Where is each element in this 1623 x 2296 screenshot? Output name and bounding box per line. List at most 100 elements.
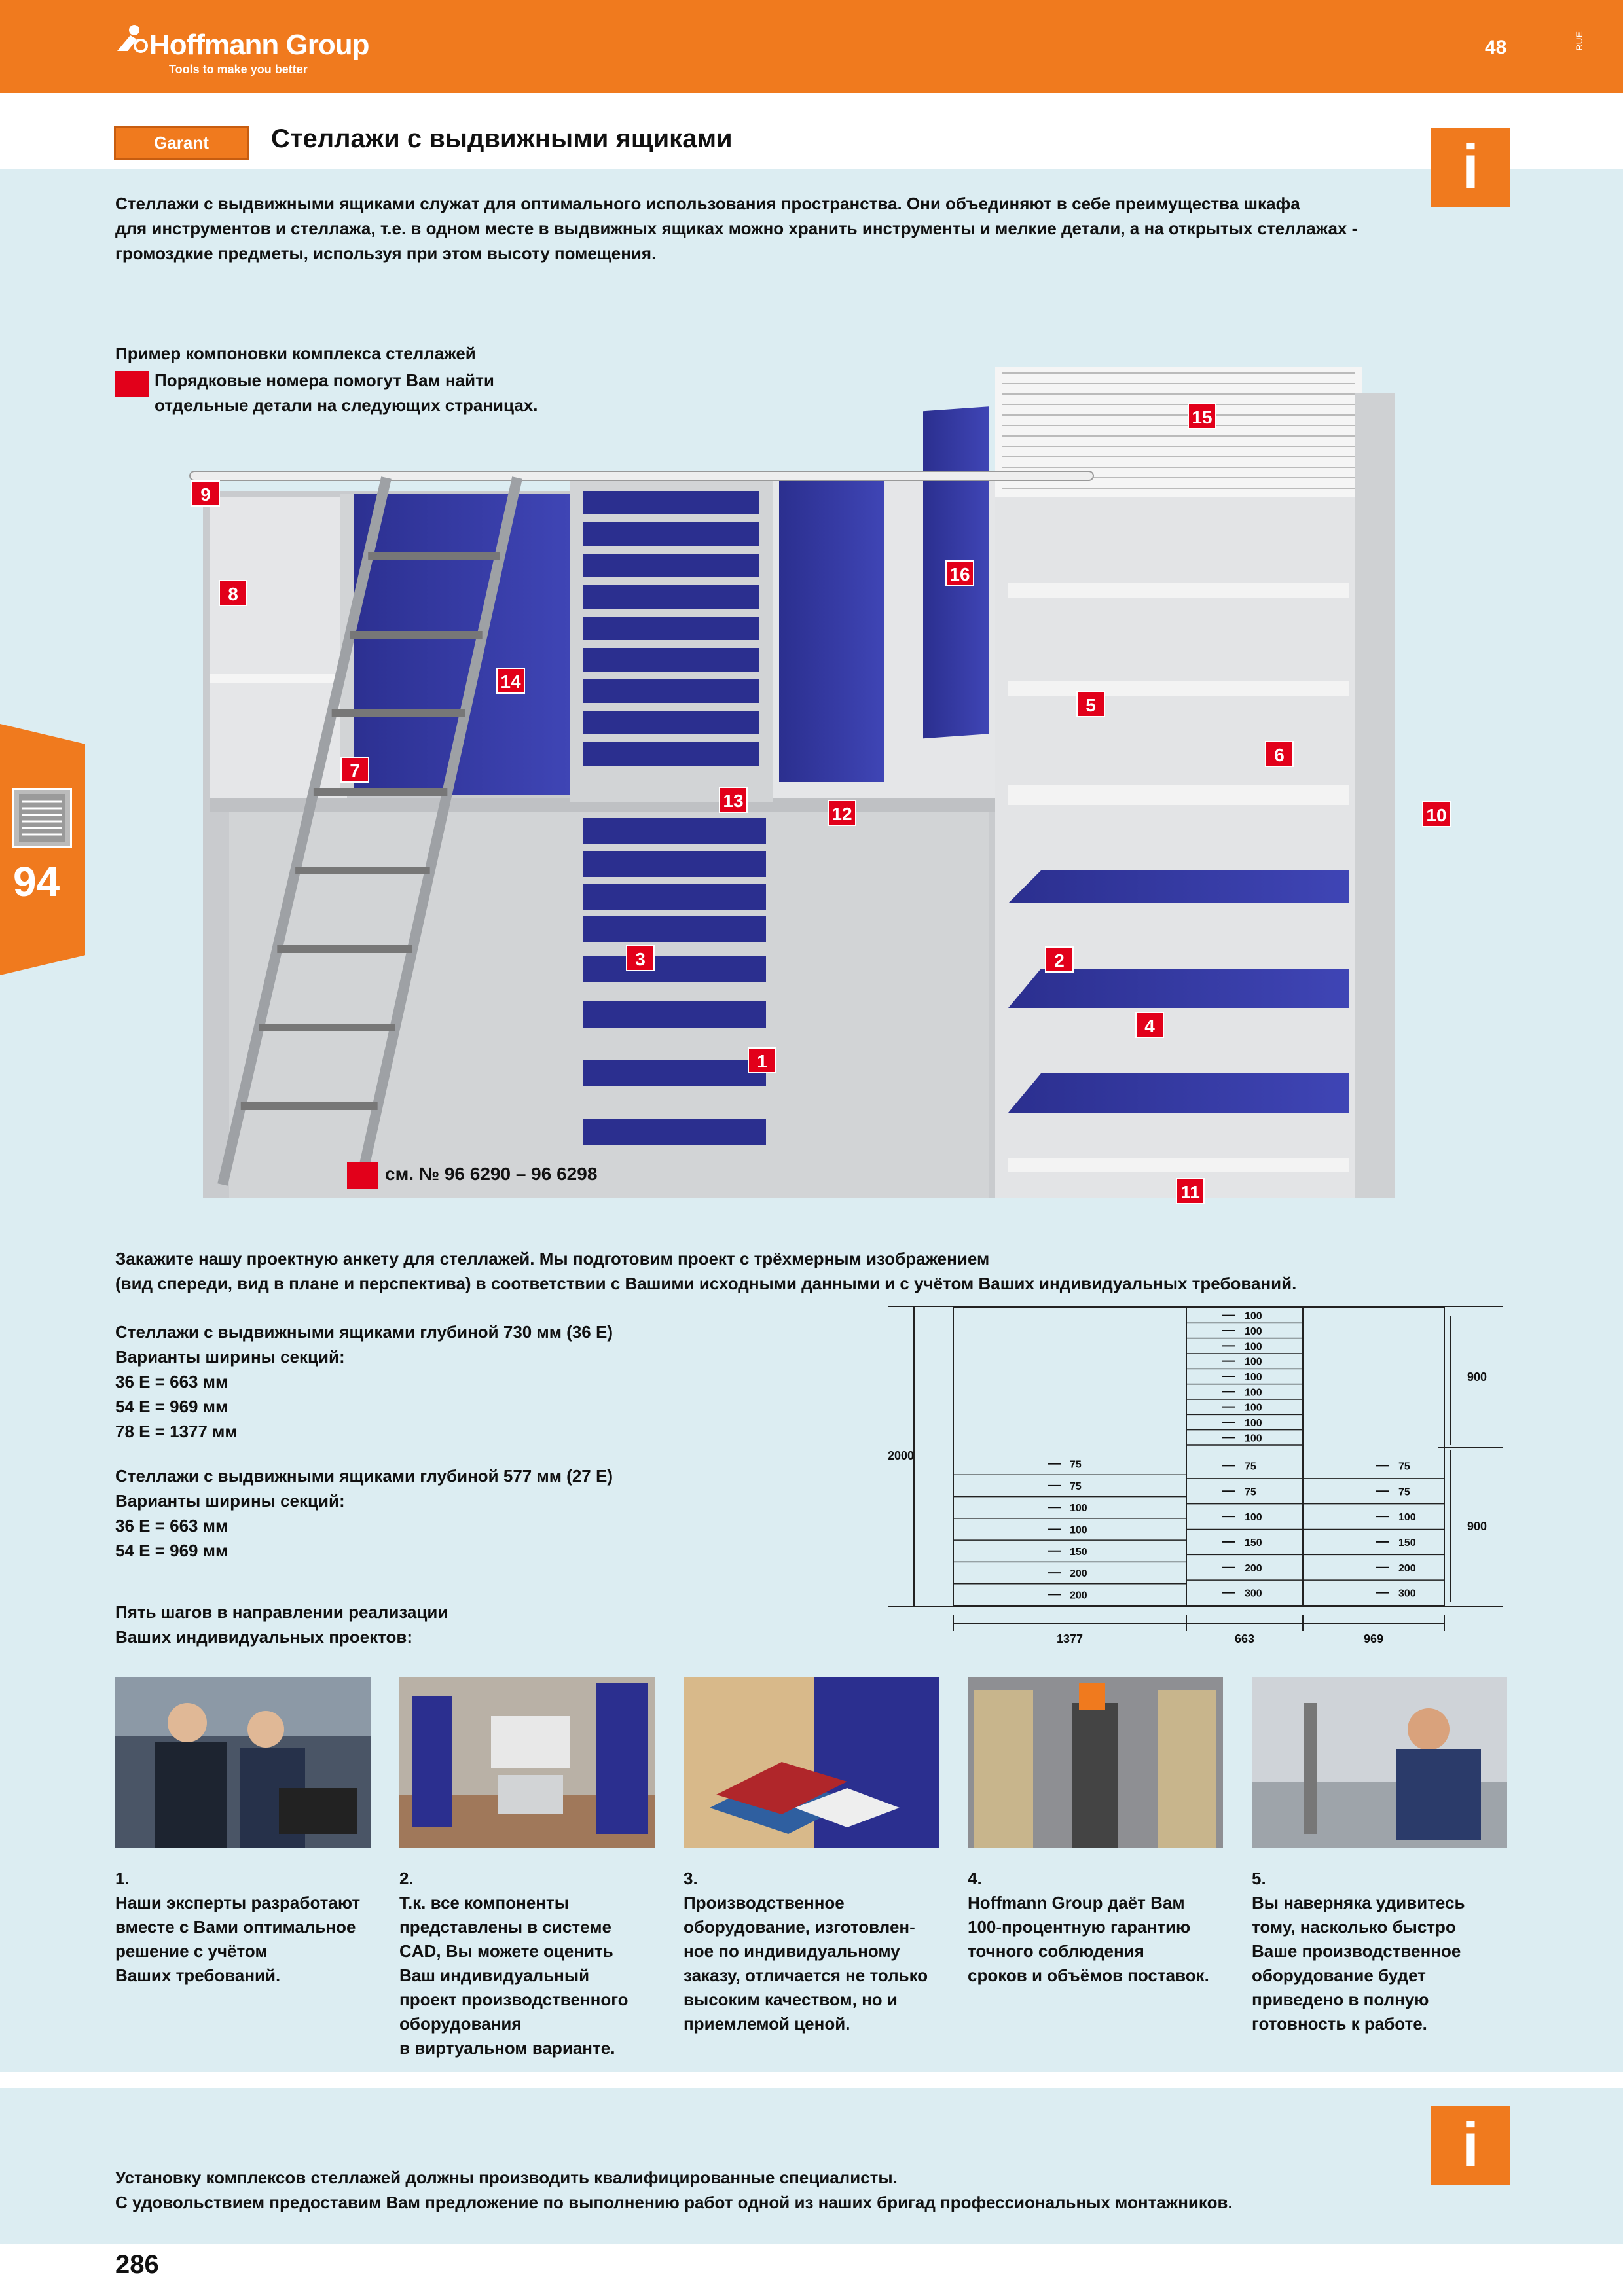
callout-12: 12 bbox=[828, 800, 856, 826]
drawer-front bbox=[583, 742, 759, 766]
drawer-height-label: 75 bbox=[1245, 1486, 1256, 1498]
step-4: 4. Hoffmann Group даёт Вам 100-процентну… bbox=[968, 1867, 1230, 1988]
callout-13: 13 bbox=[719, 787, 748, 813]
step-line: CAD, Вы можете оценить bbox=[399, 1941, 613, 1961]
step-line: тому, насколько быстро bbox=[1252, 1917, 1456, 1937]
legend-text: Порядковые номера помогут Вам найти отде… bbox=[155, 368, 560, 418]
intro-line: для инструментов и стеллажа, т.е. в одно… bbox=[115, 219, 1358, 238]
drawer-front bbox=[583, 491, 759, 514]
callout-3: 3 bbox=[626, 945, 655, 971]
spec-577: Стеллажи с выдвижными ящиками глубиной 5… bbox=[115, 1463, 613, 1563]
intro-line: Стеллажи с выдвижными ящиками служат для… bbox=[115, 194, 1300, 213]
chapter-tab[interactable] bbox=[0, 724, 85, 975]
callout-11: 11 bbox=[1176, 1178, 1205, 1204]
drawer-height-label: 75 bbox=[1070, 1481, 1082, 1492]
drawer-height-label: 100 bbox=[1245, 1357, 1262, 1368]
drawer-height-label: 100 bbox=[1070, 1503, 1087, 1514]
drawer-front bbox=[583, 522, 759, 546]
step-line: оборудование, изготовлен- bbox=[684, 1917, 915, 1937]
photo-cad-workshop bbox=[399, 1677, 655, 1848]
drawer-height-label: 150 bbox=[1245, 1537, 1262, 1549]
photo-warehouse bbox=[968, 1677, 1223, 1848]
spec-730: Стеллажи с выдвижными ящиками глубиной 7… bbox=[115, 1319, 613, 1444]
section-page-number: 48 bbox=[1485, 37, 1507, 58]
dimension-diagram: 75 75 100 100 150 200 200 100 100 100 100 100 100 100… bbox=[888, 1306, 1503, 1645]
step-line: решение с учётом bbox=[115, 1941, 268, 1961]
dim-width-left: 1377 bbox=[1057, 1632, 1083, 1645]
ladder-reference: см. № 96 6290 – 96 6298 bbox=[385, 1164, 598, 1184]
callout-2: 2 bbox=[1045, 946, 1074, 973]
step-line: проект производственного bbox=[399, 1990, 629, 2009]
title-band bbox=[0, 115, 1623, 169]
drawer-height-label: 100 bbox=[1398, 1512, 1416, 1523]
drawer-height-label: 200 bbox=[1398, 1563, 1416, 1574]
legend-swatch bbox=[115, 371, 149, 397]
drawer-height-label: 100 bbox=[1245, 1372, 1262, 1383]
drawer-height-label: 100 bbox=[1245, 1403, 1262, 1414]
spec-line: 54 E = 969 мм bbox=[115, 1397, 228, 1416]
callout-4: 4 bbox=[1135, 1012, 1164, 1038]
callout-8: 8 bbox=[219, 580, 247, 606]
spec-line: Варианты ширины секций: bbox=[115, 1491, 345, 1511]
drawer-front bbox=[583, 554, 759, 577]
steps-heading-line: Ваших индивидуальных проектов: bbox=[115, 1627, 413, 1647]
step-line: в виртуальном варианте. bbox=[399, 2038, 615, 2058]
drawer-front bbox=[583, 679, 759, 703]
info-icon: i bbox=[1431, 128, 1510, 207]
callout-16: 16 bbox=[945, 560, 974, 586]
callout-10: 10 bbox=[1422, 801, 1451, 827]
callout-1: 1 bbox=[748, 1047, 776, 1073]
drawer-height-label: 75 bbox=[1398, 1486, 1410, 1498]
spec-line: 36 E = 663 мм bbox=[115, 1516, 228, 1535]
step-line: готовность к работе. bbox=[1252, 2014, 1427, 2034]
step-line: ное по индивидуальному bbox=[684, 1941, 900, 1961]
drawer-height-label: 150 bbox=[1398, 1537, 1416, 1549]
drawer-height-label: 75 bbox=[1398, 1461, 1410, 1472]
drawer-height-label: 200 bbox=[1245, 1563, 1262, 1574]
ladder-ref-swatch bbox=[347, 1162, 378, 1189]
drawer-front bbox=[583, 1060, 766, 1086]
step-line: Т.к. все компоненты bbox=[399, 1893, 569, 1912]
garant-badge: Garant bbox=[114, 126, 249, 160]
brand-name: Hoffmann Group bbox=[149, 29, 370, 61]
step-line: Ваш индивидуальный bbox=[399, 1965, 590, 1985]
step-1: 1. Наши эксперты разработают вместе с Ва… bbox=[115, 1867, 377, 1988]
step-line: 100-процентную гарантию bbox=[968, 1917, 1191, 1937]
footer-line: Установку комплексов стеллажей должны пр… bbox=[115, 2168, 898, 2187]
step-line: представлены в системе bbox=[399, 1917, 611, 1937]
photo-installation bbox=[1252, 1677, 1507, 1848]
example-title: Пример компоновки комплекса стеллажей bbox=[115, 344, 476, 363]
drawer-height-label: 100 bbox=[1245, 1433, 1262, 1444]
drawer-front bbox=[583, 916, 766, 942]
drawer-height-label: 200 bbox=[1070, 1590, 1087, 1601]
drawer-height-label: 100 bbox=[1245, 1341, 1262, 1352]
step-line: высоким качеством, но и bbox=[684, 1990, 898, 2009]
page-number: 286 bbox=[115, 2250, 159, 2279]
step-line: заказу, отличается не только bbox=[684, 1965, 928, 1985]
drawer-cabinet-icon bbox=[12, 788, 72, 848]
step-line: Производственное bbox=[684, 1893, 845, 1912]
dim-height-total: 2000 bbox=[888, 1449, 914, 1462]
callout-6: 6 bbox=[1265, 741, 1294, 767]
spec-line: 54 E = 969 мм bbox=[115, 1541, 228, 1560]
step-number: 5. bbox=[1252, 1869, 1266, 1888]
drawer-height-label: 100 bbox=[1245, 1387, 1262, 1398]
drawer-height-label: 100 bbox=[1245, 1512, 1262, 1523]
dim-width-right: 969 bbox=[1364, 1632, 1383, 1645]
step-number: 4. bbox=[968, 1869, 982, 1888]
drawer-front bbox=[583, 1001, 766, 1028]
step-5: 5. Вы наверняка удивитесь тому, наскольк… bbox=[1252, 1867, 1514, 2036]
legend-line: отдельные детали на следующих страницах. bbox=[155, 395, 538, 415]
step-line: приведено в полную bbox=[1252, 1990, 1429, 2009]
brand-tagline: Tools to make you better bbox=[169, 63, 308, 76]
callout-15: 15 bbox=[1188, 403, 1216, 429]
spec-line: 36 E = 663 мм bbox=[115, 1372, 228, 1391]
drawer-front bbox=[583, 648, 759, 672]
step-number: 1. bbox=[115, 1869, 130, 1888]
drawer-height-label: 200 bbox=[1070, 1568, 1087, 1579]
catalog-code: RUE bbox=[1574, 31, 1584, 51]
photo-materials bbox=[684, 1677, 939, 1848]
intro-line: громоздкие предметы, используя при этом … bbox=[115, 243, 657, 263]
dim-height-lower: 900 bbox=[1467, 1520, 1487, 1533]
callout-14: 14 bbox=[496, 668, 525, 694]
